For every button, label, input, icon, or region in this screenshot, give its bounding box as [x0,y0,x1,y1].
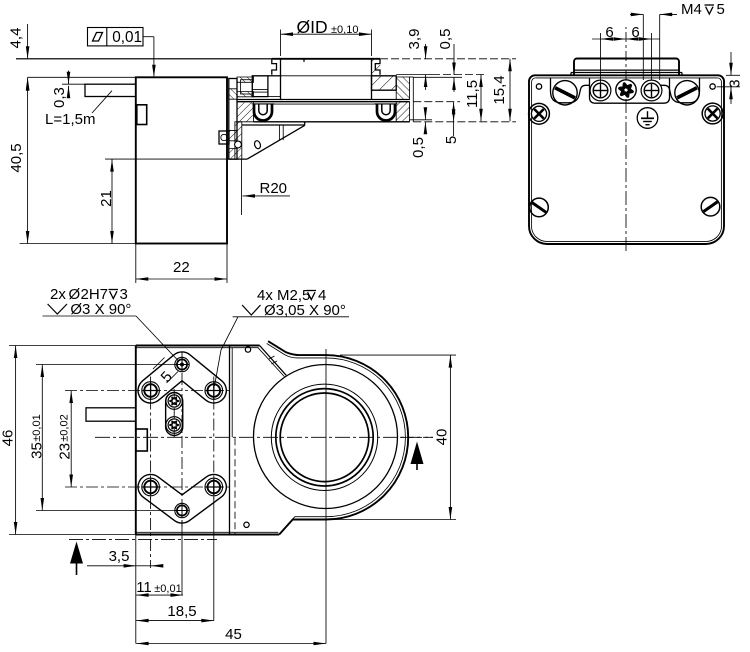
svg-text:ØID: ØID [297,17,328,37]
svg-text:0,5: 0,5 [410,137,427,158]
svg-text:23: 23 [57,443,74,460]
svg-text:±0,01: ±0,01 [31,414,43,441]
svg-text:15,4: 15,4 [491,75,508,104]
svg-text:3: 3 [727,79,744,87]
svg-text:40,5: 40,5 [8,143,25,172]
svg-text:R20: R20 [260,180,288,197]
svg-text:L=1,5m: L=1,5m [45,111,95,128]
svg-text:21: 21 [98,190,115,207]
svg-text:46: 46 [0,430,17,447]
svg-text:±0,02: ±0,02 [59,414,71,441]
svg-text:0,5: 0,5 [437,29,454,50]
svg-text:4,4: 4,4 [8,28,25,49]
svg-text:5: 5 [717,1,725,18]
svg-text:45: 45 [225,626,242,643]
svg-text:6: 6 [605,24,613,41]
svg-text:Ø3 X 90°: Ø3 X 90° [70,301,131,318]
svg-text:3,5: 3,5 [109,548,130,565]
svg-text:6: 6 [631,24,639,41]
svg-text:±0,10: ±0,10 [331,24,358,36]
svg-text:18,5: 18,5 [167,603,196,620]
svg-text:Ø3,05 X 90°: Ø3,05 X 90° [264,302,346,319]
svg-text:2x: 2x [50,286,66,303]
svg-text:0,01: 0,01 [112,29,142,46]
svg-text:4: 4 [318,287,326,304]
svg-text:±0,01: ±0,01 [154,583,181,595]
svg-text:22: 22 [173,259,190,276]
svg-text:3,9: 3,9 [406,29,423,50]
svg-text:4x M2,5: 4x M2,5 [257,287,310,304]
svg-text:11,5: 11,5 [464,80,481,108]
svg-text:5: 5 [443,136,460,144]
svg-text:35: 35 [29,442,46,459]
svg-text:0,3: 0,3 [51,87,68,108]
svg-text:2H7: 2H7 [81,286,109,303]
svg-text:11: 11 [136,579,152,596]
svg-text:3: 3 [120,286,128,303]
svg-text:M4: M4 [681,1,702,18]
svg-text:40: 40 [434,429,451,446]
svg-text:Ø: Ø [69,286,81,303]
